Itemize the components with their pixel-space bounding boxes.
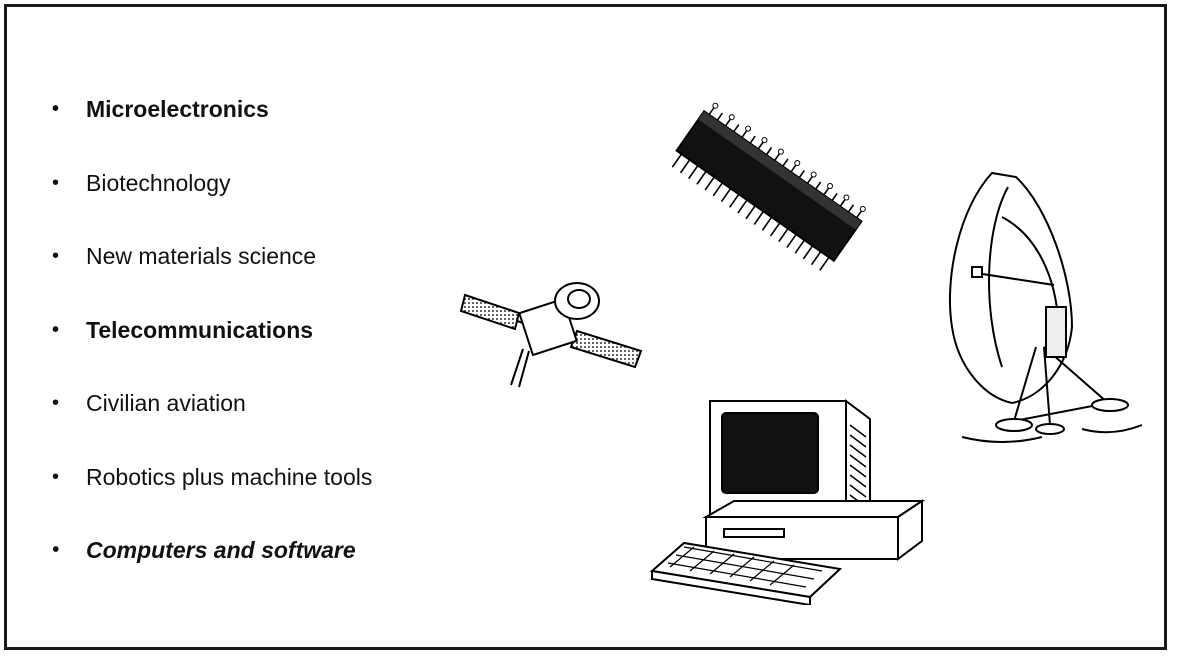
satellite-dish-icon [949, 171, 1143, 443]
list-item-label: New materials science [86, 243, 317, 269]
list-item-computers-and-software: • Computers and software [47, 532, 372, 569]
desktop-computer-icon [649, 399, 926, 605]
list-item-robotics: • Robotics plus machine tools [47, 459, 372, 496]
list-item-biotechnology: • Biotechnology [47, 165, 372, 202]
bullet: • [52, 171, 60, 194]
bullet: • [52, 539, 60, 561]
list-item-label: Robotics plus machine tools [86, 463, 373, 490]
list-item-label: Biotechnology [86, 169, 231, 196]
bullet: • [52, 245, 60, 267]
technology-list: • Microelectronics • Biotechnology • New… [47, 91, 372, 606]
list-item-new-materials-science: • New materials science [47, 238, 372, 275]
list-item-microelectronics: • Microelectronics [47, 91, 372, 128]
microchip-icon [671, 102, 866, 271]
bullet: • [52, 318, 60, 341]
list-item-label: Telecommunications [86, 316, 314, 343]
bullet: • [52, 98, 60, 120]
list-item-telecommunications: • Telecommunications [47, 312, 372, 349]
list-item-label: Computers and software [86, 537, 356, 563]
list-item-label: Microelectronics [86, 96, 269, 122]
list-item-label: Civilian aviation [86, 390, 246, 416]
list-item-civilian-aviation: • Civilian aviation [47, 385, 372, 422]
bullet: • [52, 392, 60, 414]
bullet: • [52, 465, 60, 488]
slide-frame: • Microelectronics • Biotechnology • New… [4, 4, 1167, 650]
satellite-icon [459, 282, 643, 388]
